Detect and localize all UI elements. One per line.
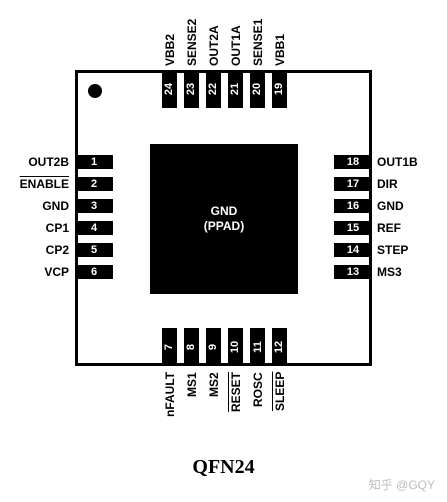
- pin-label-sense2: SENSE2: [185, 18, 199, 66]
- package-title: QFN24: [192, 456, 255, 478]
- pin-label-vbb2: VBB2: [163, 33, 177, 66]
- pin-6: 6: [75, 265, 113, 279]
- pin-label-ms2: MS2: [207, 372, 221, 397]
- pin-number: 23: [185, 82, 198, 96]
- pin-number: 11: [251, 341, 264, 353]
- pin-number: 17: [346, 178, 360, 190]
- pin-1: 1: [75, 155, 113, 169]
- pin-number: 3: [90, 200, 98, 212]
- pin-number: 5: [90, 244, 98, 256]
- pin-number: 1: [90, 156, 98, 168]
- pin-label-rosc: ROSC: [251, 372, 265, 407]
- pin-24: 24: [162, 70, 177, 108]
- pin-label-ref: REF: [377, 221, 401, 235]
- pin-number: 18: [346, 156, 360, 168]
- pin-label-vbb1: VBB1: [273, 33, 287, 66]
- pin-15: 15: [334, 221, 372, 235]
- pin-label-reset: RESET: [229, 371, 243, 412]
- pin-label-gnd: GND: [42, 199, 69, 213]
- pin-number: 2: [90, 178, 98, 190]
- pin-number: 8: [185, 343, 198, 351]
- pin-label-cp1: CP1: [45, 221, 69, 235]
- pin-13: 13: [334, 265, 372, 279]
- exposed-thermal-pad: GND (PPAD): [150, 144, 298, 294]
- pad-label-gnd: GND: [210, 204, 238, 218]
- pin-number: 16: [346, 200, 360, 212]
- pin-4: 4: [75, 221, 113, 235]
- pin-label-enable: ENABLE: [19, 177, 69, 191]
- pin-label-ms3: MS3: [377, 265, 402, 279]
- pin-number: 21: [229, 82, 242, 96]
- pin-label-out1a: OUT1A: [229, 25, 243, 66]
- pin-22: 22: [206, 70, 221, 108]
- pin-number: 20: [251, 82, 264, 96]
- pin-11: 11: [250, 328, 265, 366]
- pin-number: 13: [346, 266, 360, 278]
- pin-number: 15: [346, 222, 360, 234]
- pin-label-sleep: SLEEP: [273, 371, 287, 411]
- pin-number: 24: [163, 82, 176, 96]
- pin-label-step: STEP: [377, 243, 409, 257]
- pin-12: 12: [272, 328, 287, 366]
- pin-number: 7: [163, 343, 176, 351]
- pin-8: 8: [184, 328, 199, 366]
- pin-9: 9: [206, 328, 221, 366]
- pin-7: 7: [162, 328, 177, 366]
- pin-18: 18: [334, 155, 372, 169]
- pin-21: 21: [228, 70, 243, 108]
- pin1-marker-dot: [88, 84, 102, 98]
- pin-number: 19: [273, 82, 286, 96]
- pin-19: 19: [272, 70, 287, 108]
- pin-label-out1b: OUT1B: [377, 155, 418, 169]
- pin-label-vcp: VCP: [44, 265, 69, 279]
- pin-number: 10: [229, 340, 242, 354]
- pin-23: 23: [184, 70, 199, 108]
- pin-number: 6: [90, 266, 98, 278]
- pad-label-ppad: (PPAD): [203, 219, 245, 233]
- pin-label-cp2: CP2: [45, 243, 69, 257]
- pin-number: 9: [207, 343, 220, 351]
- pin-label-nfault: nFAULT: [163, 371, 177, 417]
- pin-number: 22: [207, 82, 220, 96]
- watermark-text: 知乎 @GQY: [368, 478, 435, 492]
- pin-5: 5: [75, 243, 113, 257]
- pin-label-gnd: GND: [377, 199, 404, 213]
- pin-label-out2a: OUT2A: [207, 25, 221, 66]
- pin-number: 4: [90, 222, 98, 234]
- pin-17: 17: [334, 177, 372, 191]
- pin-number: 12: [273, 340, 286, 354]
- pin-label-dir: DIR: [377, 177, 398, 191]
- pin-3: 3: [75, 199, 113, 213]
- pin-16: 16: [334, 199, 372, 213]
- pin-label-out2b: OUT2B: [28, 155, 69, 169]
- pin-20: 20: [250, 70, 265, 108]
- pin-label-sense1: SENSE1: [251, 18, 265, 66]
- pin-2: 2: [75, 177, 113, 191]
- pin-10: 10: [228, 328, 243, 366]
- pin-number: 14: [346, 244, 360, 256]
- pin-label-ms1: MS1: [185, 372, 199, 397]
- pin-14: 14: [334, 243, 372, 257]
